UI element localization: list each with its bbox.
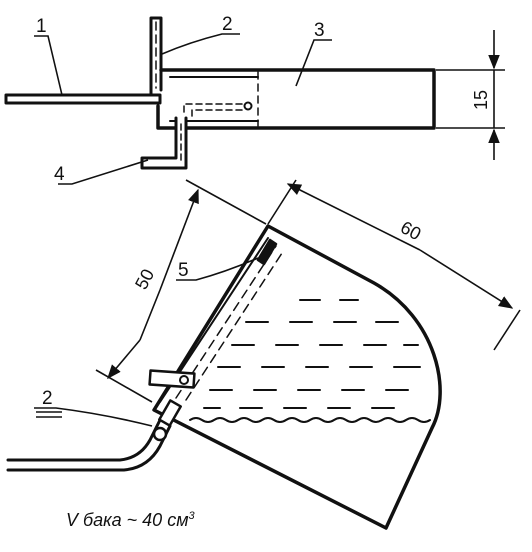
dimension-height — [436, 30, 505, 160]
top-view — [4, 16, 436, 170]
callout-2-bottom: 2 — [42, 388, 53, 409]
dim50-line-mid — [139, 289, 161, 341]
side-fitting-hole — [179, 375, 189, 385]
callout-1: 1 — [36, 16, 47, 37]
dimension-width — [95, 179, 267, 403]
dim50-line-a — [159, 188, 199, 291]
leader-5 — [176, 257, 259, 281]
leader-3 — [295, 39, 332, 87]
pickup-pipe-2 — [191, 109, 245, 117]
dimension-height-label: 15 — [471, 90, 491, 110]
callout-2-top: 2 — [222, 14, 233, 35]
rod-part-1 — [4, 93, 162, 105]
outlet-fitting-part-4 — [140, 116, 188, 170]
tank-body-part-3 — [156, 68, 436, 130]
fuel-level — [189, 417, 431, 423]
caption-text: V бака ~ 40 см — [66, 510, 189, 530]
tank-edge-dashed-2 — [185, 249, 285, 401]
tank-contour — [152, 224, 442, 530]
vent-part-5 — [256, 238, 278, 266]
dim60-line-a — [286, 183, 401, 241]
pickup-end — [243, 101, 253, 111]
leader-4 — [58, 159, 149, 185]
dimension-length — [267, 179, 521, 351]
pickup-pipe — [183, 103, 245, 113]
callout-3: 3 — [314, 20, 325, 41]
bottom-leaders — [34, 257, 259, 427]
dim60-line-b — [419, 249, 514, 309]
callout-4: 4 — [54, 164, 65, 185]
dim60-ext-right — [493, 309, 521, 351]
caption-exponent: 3 — [188, 510, 195, 522]
outlet-joint — [152, 426, 168, 442]
callout-5: 5 — [178, 260, 189, 281]
dim50-ext-top — [185, 179, 267, 225]
leader-1 — [34, 35, 63, 96]
tank-volume-caption: V бака ~ 40 см3 — [66, 510, 195, 531]
filler-tube-part-2 — [149, 16, 163, 97]
dim50-ext-bottom — [95, 369, 153, 403]
dimension-width-label: 50 — [131, 266, 158, 293]
fuel-hatching — [203, 299, 421, 409]
dim60-line-mid — [399, 239, 421, 251]
dim50-line-b — [107, 339, 141, 380]
top-leaders — [34, 33, 332, 185]
leader-2-top — [161, 33, 240, 55]
outlet-clamp — [158, 399, 182, 427]
outlet-tube-bottom — [6, 418, 172, 472]
leader-2-bottom — [34, 407, 153, 427]
tilted-tank — [6, 224, 442, 530]
